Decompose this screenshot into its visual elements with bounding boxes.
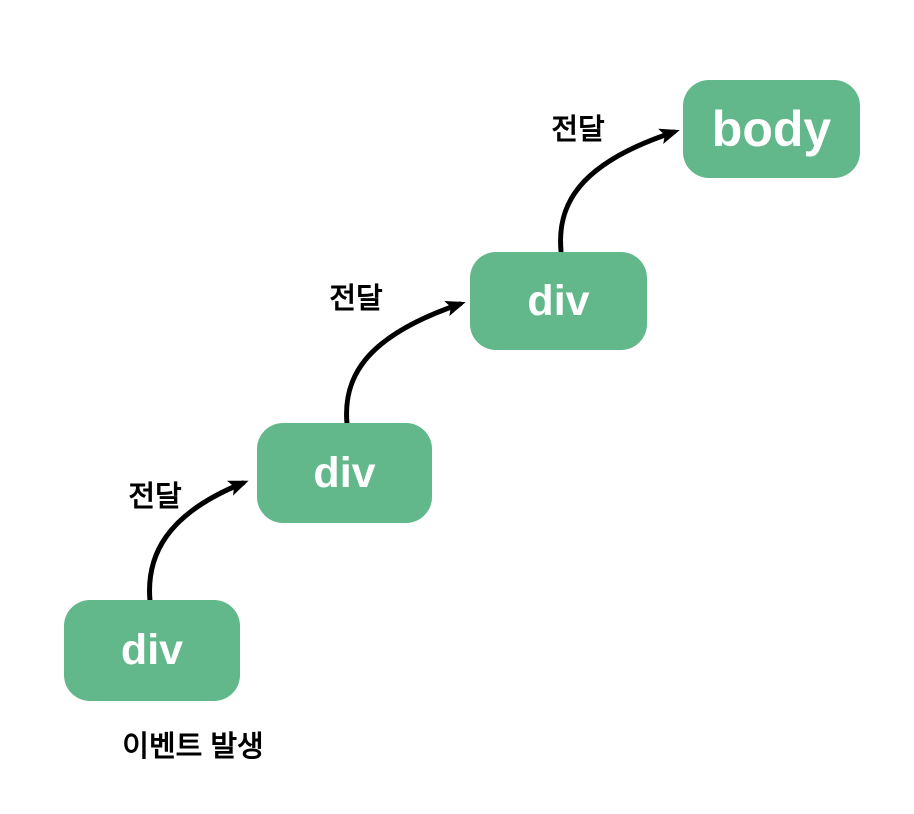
node-body-label: body <box>711 101 832 157</box>
arrow-label-3: 전달 <box>551 114 605 146</box>
arrow-label-1: 전달 <box>128 481 182 513</box>
node-div-1: div <box>64 600 240 701</box>
node-div-2: div <box>257 423 432 523</box>
node-div-2-label: div <box>313 448 376 497</box>
node-div-3-label: div <box>527 276 590 325</box>
node-div-1-label: div <box>120 626 184 674</box>
arrow-label-2: 전달 <box>329 283 383 315</box>
node-div-3: div <box>470 252 647 350</box>
propagation-arrow-3 <box>558 128 680 254</box>
event-origin-caption: 이벤트 발생 <box>122 731 264 763</box>
propagation-arrow-2 <box>344 300 466 427</box>
propagation-arrow-1 <box>147 480 249 604</box>
node-body: body <box>683 80 860 178</box>
